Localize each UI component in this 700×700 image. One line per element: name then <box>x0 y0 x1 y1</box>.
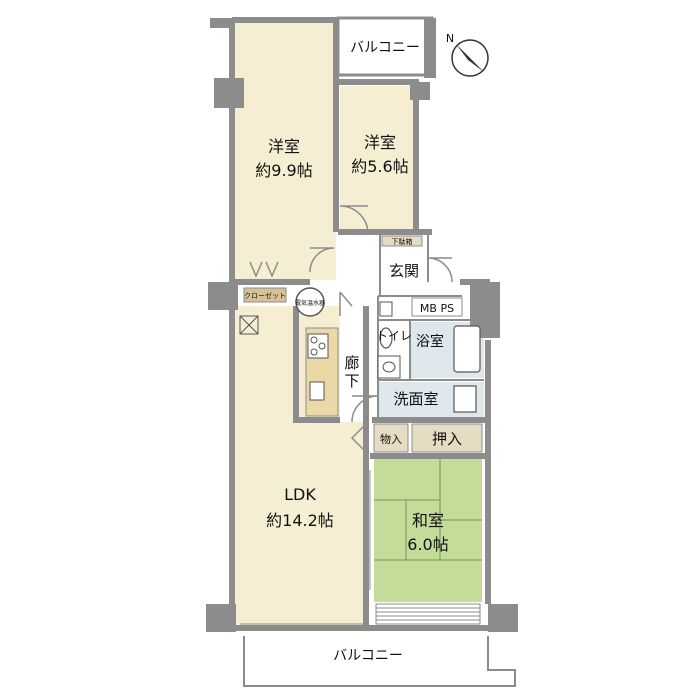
shoe-box <box>381 235 423 247</box>
stove <box>307 333 329 359</box>
tatami-lines <box>374 458 482 561</box>
corridor-label-char: 廊 <box>344 354 359 372</box>
balcony-top-label: バルコニー <box>350 40 420 56</box>
shoji-panel <box>375 603 481 625</box>
partitions <box>377 232 484 420</box>
toilet-tank <box>379 301 393 317</box>
hall-floor <box>340 232 378 422</box>
western-small-room <box>340 86 414 232</box>
compass-north: N <box>446 32 454 45</box>
mbps-label: MB PS <box>420 302 454 315</box>
water-heater <box>295 287 325 317</box>
japanese-area: 6.0帖 <box>407 535 448 554</box>
windows <box>240 21 371 625</box>
vent-cross <box>239 315 259 335</box>
washroom-label: 洗面室 <box>393 390 438 408</box>
japanese-room <box>374 458 482 602</box>
toilet-bowl <box>379 327 393 349</box>
western-small-area: 約5.6帖 <box>351 157 408 176</box>
oshiire-label: 押入 <box>432 430 462 448</box>
water-heater-label: 電気温水器 <box>295 299 325 307</box>
kitchen-sink <box>309 381 325 401</box>
balcony-bottom-label: バルコニー <box>333 648 403 664</box>
entrance-label: 玄関 <box>389 262 419 280</box>
bathtub <box>453 325 481 373</box>
corridor-label: 廊下 <box>344 354 359 390</box>
compass-needle-icon <box>456 44 484 72</box>
western-small-name: 洋室 <box>364 133 396 152</box>
washbasin-bowl <box>382 361 396 373</box>
mbps-box <box>411 297 463 317</box>
closet-label: クローゼット <box>244 291 286 300</box>
western-large-name: 洋室 <box>268 137 300 156</box>
toilet-label: トイレ <box>376 329 412 343</box>
balcony-bottom <box>243 636 516 687</box>
western-large-area: 約9.9帖 <box>255 161 312 180</box>
oshiire <box>411 423 483 453</box>
washing-pan <box>453 385 477 413</box>
doors <box>249 205 453 453</box>
shoe-box-label: 下駄箱 <box>392 237 413 246</box>
corridor-label-char: 下 <box>344 372 359 390</box>
western-large-room <box>234 22 336 280</box>
japanese-name: 和室 <box>412 511 444 530</box>
ldk-area: 約14.2帖 <box>266 511 334 530</box>
walls <box>229 17 500 631</box>
bathroom-label: 浴室 <box>416 333 444 350</box>
shoji-lines <box>376 607 480 621</box>
storage <box>373 423 409 453</box>
ldk-name: LDK <box>284 485 316 504</box>
compass: N <box>446 32 489 77</box>
storage-label: 物入 <box>380 432 402 446</box>
vent <box>239 315 259 335</box>
closet-tag <box>243 287 287 303</box>
stove-burners <box>310 336 326 356</box>
